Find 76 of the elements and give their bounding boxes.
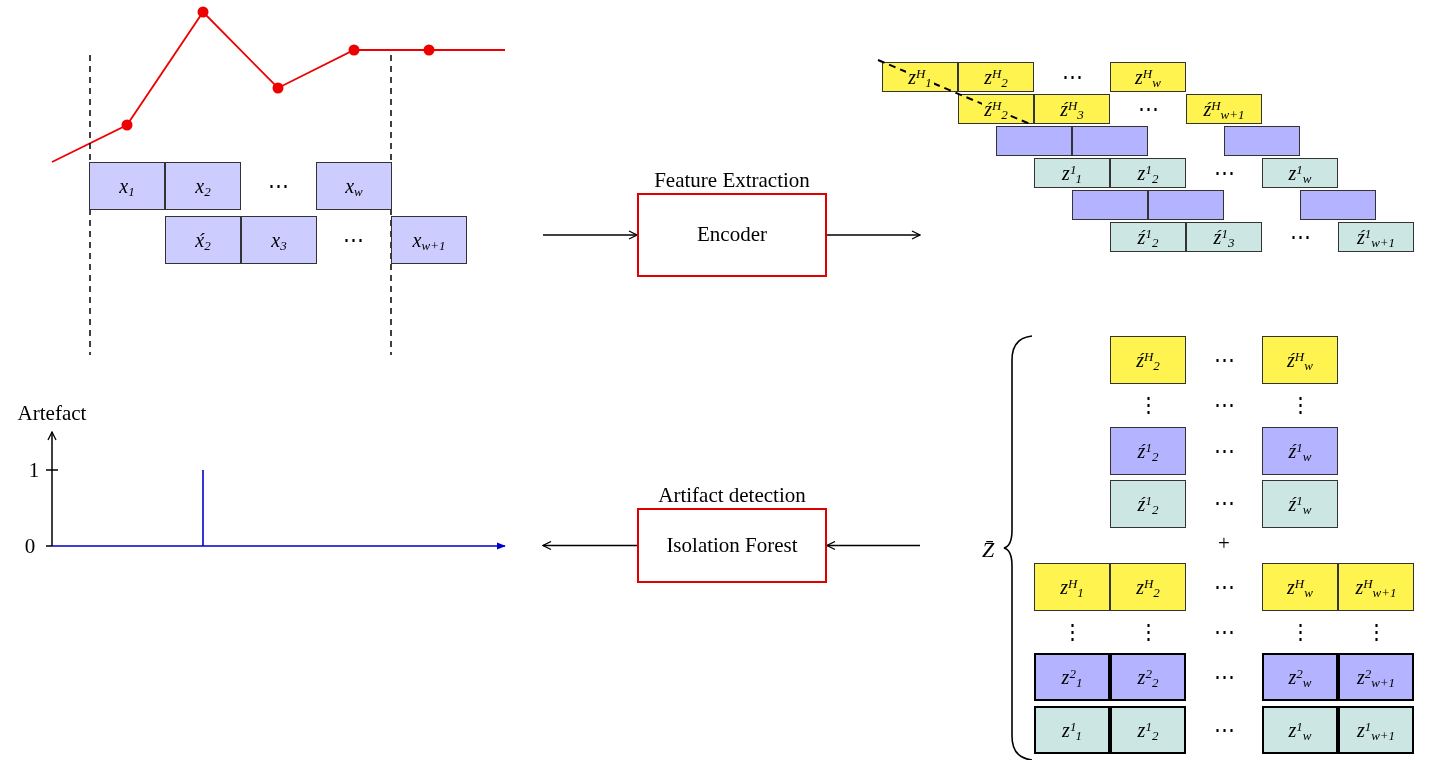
ellipsis-label: ⋮	[1137, 621, 1159, 643]
ellipsis-label: ⋮	[1289, 621, 1311, 643]
matrix-cell	[316, 162, 392, 210]
axis-label: +	[1218, 532, 1230, 554]
matrix-cell	[1110, 158, 1186, 188]
arrow	[542, 540, 638, 551]
ellipsis-label: Z̄	[981, 539, 995, 561]
axis-label: 0	[24, 535, 36, 557]
matrix-cell	[1262, 158, 1338, 188]
ellipsis-label: ⋯	[1213, 349, 1235, 371]
matrix-cell	[1110, 563, 1186, 611]
matrix-cell	[1148, 190, 1224, 220]
axis-label: Artefact	[17, 402, 87, 424]
matrix-cell	[1262, 427, 1338, 475]
matrix-cell	[1338, 653, 1414, 701]
matrix-cell	[1072, 126, 1148, 156]
matrix-cell	[1110, 706, 1186, 754]
matrix-cell	[1034, 706, 1110, 754]
matrix-cell	[241, 216, 317, 264]
matrix-cell	[1300, 190, 1376, 220]
matrix-cell	[1262, 480, 1338, 528]
matrix-cell	[1110, 62, 1186, 92]
ellipsis-label: ⋯	[1213, 492, 1235, 514]
ellipsis-label: ⋯	[1061, 66, 1083, 88]
ellipsis-label: ⋯	[1213, 719, 1235, 741]
matrix-cell	[1338, 563, 1414, 611]
arrow	[542, 230, 638, 240]
matrix-cell	[1262, 706, 1338, 754]
matrix-cell	[1034, 653, 1110, 701]
matrix-cell	[1224, 126, 1300, 156]
box-label: Isolation Forest	[666, 531, 798, 559]
matrix-cell	[1110, 427, 1186, 475]
matrix-cell	[1262, 563, 1338, 611]
ellipsis-label: ⋮	[1365, 621, 1387, 643]
matrix-cell	[1110, 480, 1186, 528]
ellipsis-label: ⋯	[1213, 440, 1235, 462]
matrix-cell	[1338, 706, 1414, 754]
matrix-cell	[1110, 653, 1186, 701]
ellipsis-label: ⋯	[1213, 394, 1235, 416]
ellipsis-label: ⋯	[267, 175, 289, 197]
matrix-cell	[882, 62, 958, 92]
ellipsis-label: ⋯	[1213, 162, 1235, 184]
matrix-cell	[165, 162, 241, 210]
arrow	[826, 230, 921, 240]
ellipsis-label: ⋯	[342, 229, 364, 251]
matrix-cell	[1262, 336, 1338, 384]
matrix-cell	[1072, 190, 1148, 220]
axis-label: 1	[28, 459, 40, 481]
matrix-cell	[1186, 222, 1262, 252]
matrix-cell	[958, 94, 1034, 124]
ellipsis-label: ⋯	[1289, 226, 1311, 248]
ellipsis-label: ⋯	[1137, 98, 1159, 120]
matrix-cell	[165, 216, 241, 264]
box-heading: Artifact detection	[658, 481, 806, 508]
matrix-cell	[996, 126, 1072, 156]
matrix-cell	[1110, 336, 1186, 384]
ellipsis-label: ⋮	[1289, 394, 1311, 416]
matrix-cell	[391, 216, 467, 264]
ellipsis-label: ⋯	[1213, 666, 1235, 688]
matrix-cell	[1034, 563, 1110, 611]
matrix-cell	[1262, 653, 1338, 701]
matrix-cell	[958, 62, 1034, 92]
ellipsis-label: ⋮	[1137, 394, 1159, 416]
ellipsis-label: ⋮	[1061, 621, 1083, 643]
matrix-cell	[1034, 94, 1110, 124]
matrix-cell	[1338, 222, 1414, 252]
matrix-cell	[89, 162, 165, 210]
arrow	[826, 540, 921, 551]
cell-label: x́$_{2}$	[193, 230, 213, 250]
box-label: Encoder	[697, 221, 767, 249]
matrix-cell	[1034, 158, 1110, 188]
matrix-cell	[1110, 222, 1186, 252]
box-heading: Feature Extraction	[654, 166, 810, 193]
ellipsis-label: ⋯	[1213, 576, 1235, 598]
ellipsis-label: ⋯	[1213, 621, 1235, 643]
matrix-cell	[1186, 94, 1262, 124]
